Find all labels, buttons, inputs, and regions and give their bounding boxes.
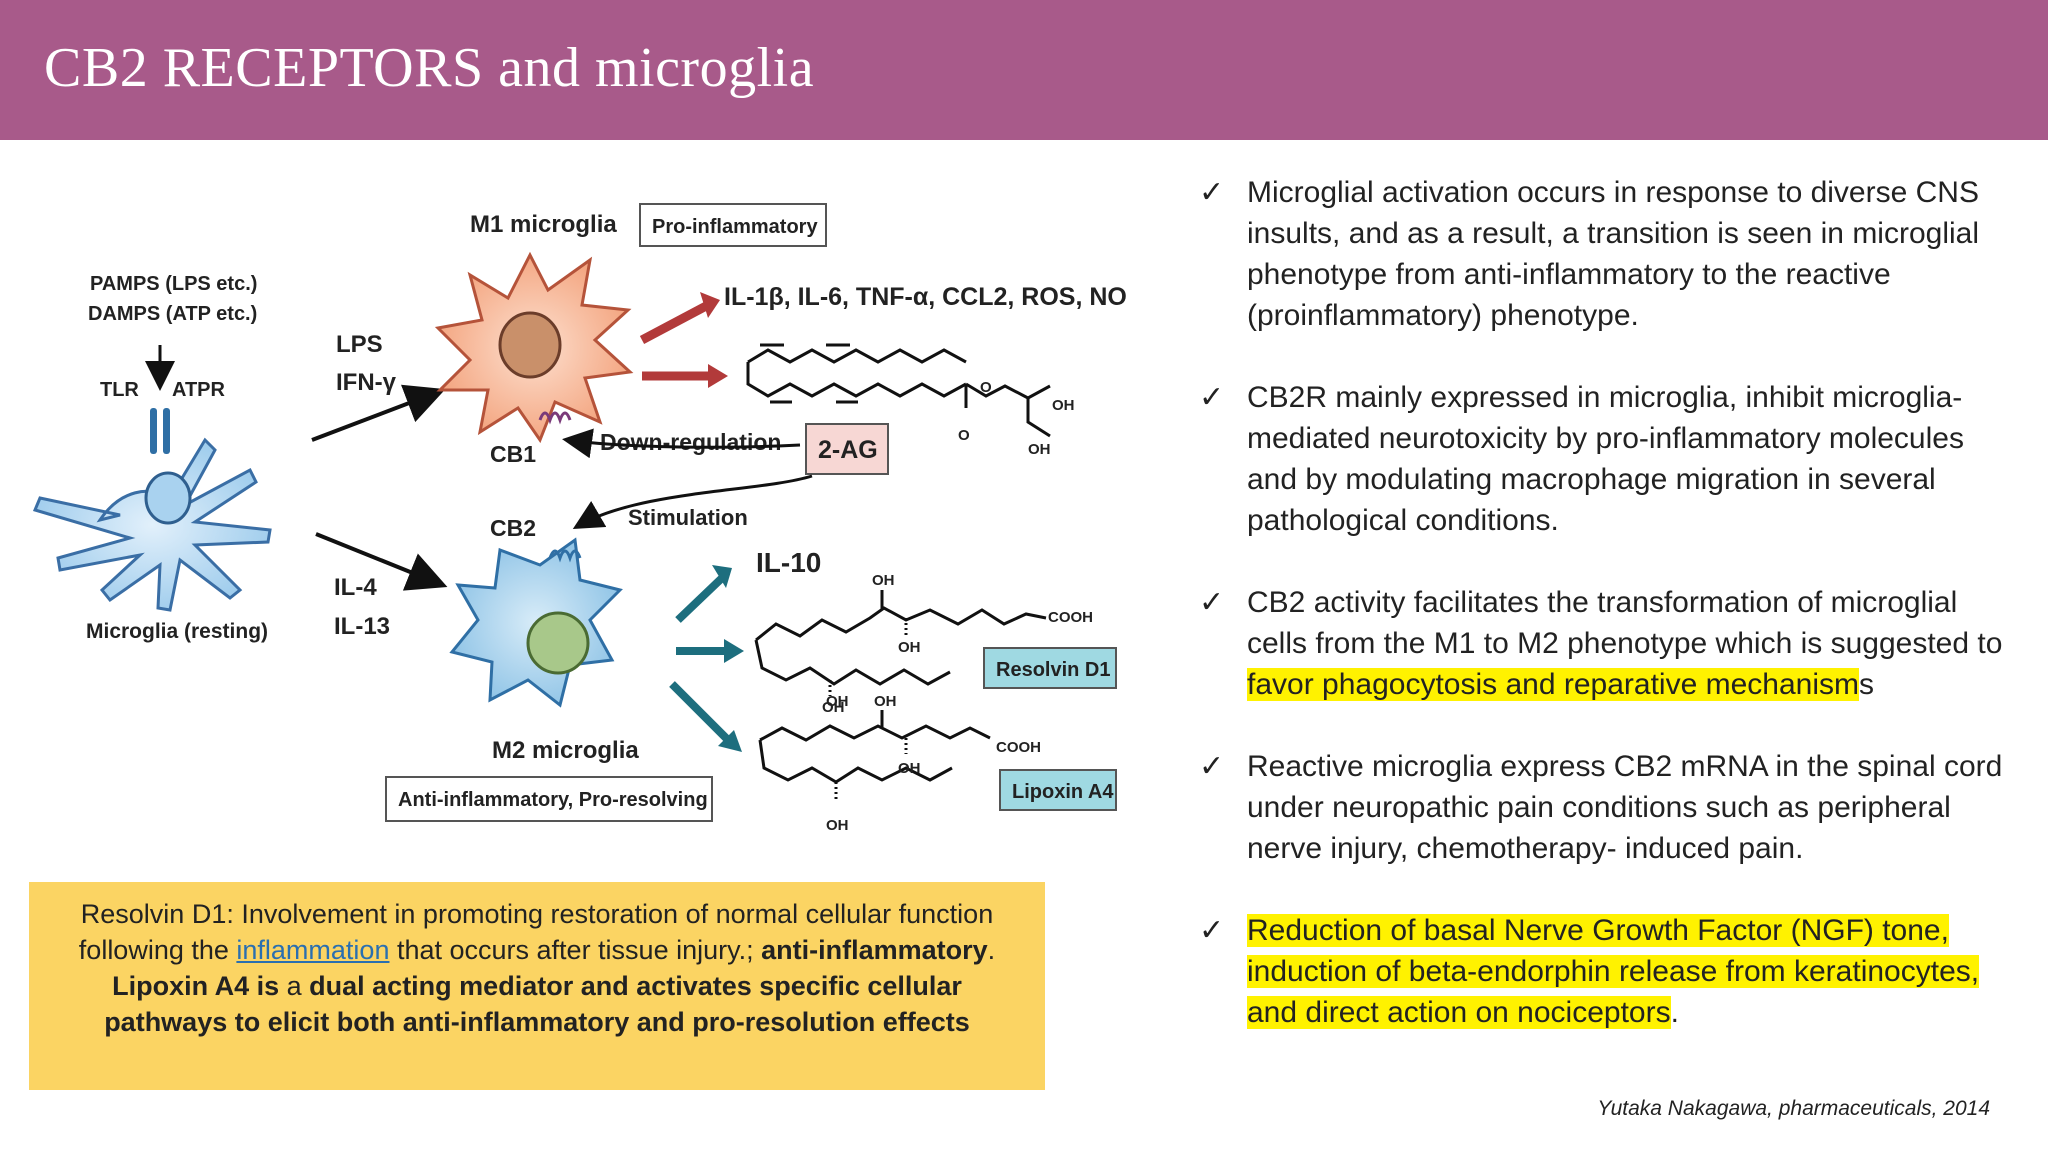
note-period: . [987, 935, 996, 965]
bullet-3: ✓ CB2 activity facilitates the transform… [1195, 582, 2015, 705]
m2-microglia-cell [449, 537, 623, 708]
bullet-3-suffix: s [1858, 668, 1874, 701]
oh-label-2: OH [1028, 441, 1051, 458]
bullet-5-highlight: Reduction of basal Nerve Growth Factor (… [1247, 914, 1980, 1029]
cb1-label: CB1 [490, 441, 536, 467]
check-icon: ✓ [1199, 175, 1225, 210]
resting-label: Microglia (resting) [86, 620, 268, 643]
bullet-2-text: CB2R mainly expressed in microglia, inhi… [1247, 381, 1964, 537]
resolvin-oh-2: OH [898, 639, 921, 656]
o-label-2: O [958, 427, 970, 444]
stimulation-label: Stimulation [628, 505, 748, 530]
resolvin-label: Resolvin D1 [996, 659, 1110, 681]
note-bold1: anti-inflammatory [761, 935, 988, 965]
cb2-label: CB2 [490, 515, 536, 541]
lipoxin-oh-3: OH [898, 760, 921, 777]
title-bar: CB2 RECEPTORS and microglia [0, 0, 2048, 140]
bullet-5-suffix: . [1670, 996, 1679, 1029]
check-icon: ✓ [1199, 749, 1225, 784]
lipoxin-oh-2: OH [874, 693, 897, 710]
oh-label: OH [1052, 397, 1075, 414]
resolvin-oh-3: OH [822, 699, 845, 716]
bullet-list: ✓ Microglial activation occurs in respon… [1195, 172, 2015, 1033]
m2-output-arrows [669, 565, 744, 752]
m1-microglia-cell [434, 251, 634, 444]
note-line1: Resolvin D1: Involvement in promoting re… [78, 899, 994, 965]
note-line1-end: that occurs after tissue injury.; [389, 935, 762, 965]
resolvin-lipoxin-note: Resolvin D1: Involvement in promoting re… [29, 882, 1045, 1090]
il13-label: IL-13 [334, 613, 390, 640]
il10-label: IL-10 [756, 547, 821, 578]
pamps-label: PAMPS (LPS etc.) [90, 273, 257, 295]
bullet-3-highlight: favor phagocytosis and reparative mechan… [1247, 668, 1859, 701]
bullet-4-text: Reactive microglia express CB2 mRNA in t… [1247, 750, 2003, 865]
inflammation-link[interactable]: inflammation [236, 935, 390, 965]
tlr-label: TLR [100, 379, 139, 401]
check-icon: ✓ [1199, 380, 1225, 415]
m2-label: M2 microglia [492, 737, 639, 764]
check-icon: ✓ [1199, 913, 1225, 948]
lipoxin-label: Lipoxin A4 [1012, 781, 1114, 803]
note-bold2: Lipoxin A4 is [112, 971, 280, 1001]
2ag-label: 2-AG [818, 436, 878, 464]
bullet-4: ✓ Reactive microglia express CB2 mRNA in… [1195, 746, 2015, 869]
lipoxin-oh-4: OH [826, 817, 849, 834]
m1-label: M1 microglia [470, 211, 617, 238]
resolvin-cooh: COOH [1048, 609, 1093, 626]
ifn-label: IFN-γ [336, 369, 397, 396]
down-regulation-label: Down-regulation [600, 429, 781, 455]
2ag-molecule [746, 343, 1051, 438]
lipoxin-a4-molecule [758, 710, 991, 800]
bullet-3-text: CB2 activity facilitates the transformat… [1247, 586, 2003, 660]
lipoxin-cooh: COOH [996, 739, 1041, 756]
microglia-diagram: PAMPS (LPS etc.) DAMPS (ATP etc.) TLR AT… [32, 203, 1127, 834]
note-a-word: a [279, 971, 310, 1001]
bullet-5: ✓ Reduction of basal Nerve Growth Factor… [1195, 910, 2015, 1033]
o-label: O [980, 379, 992, 396]
bullet-1-text: Microglial activation occurs in response… [1247, 176, 1980, 332]
bullet-1: ✓ Microglial activation occurs in respon… [1195, 172, 2015, 336]
resolvin-oh-1: OH [872, 572, 895, 589]
il4-label: IL-4 [334, 574, 377, 601]
damps-label: DAMPS (ATP etc.) [88, 303, 257, 325]
m1-outputs-label: IL-1β, IL-6, TNF-α, CCL2, ROS, NO [724, 283, 1127, 311]
bullet-2: ✓ CB2R mainly expressed in microglia, in… [1195, 377, 2015, 541]
atpr-label: ATPR [172, 379, 226, 401]
m1-output-arrows [639, 292, 728, 388]
anti-inflammatory-label: Anti-inflammatory, Pro-resolving [398, 789, 708, 811]
resolvin-d1-molecule [754, 590, 1047, 696]
note-bold3: dual acting mediator and activates speci… [104, 971, 970, 1037]
lps-label: LPS [336, 331, 383, 358]
citation: Yutaka Nakagawa, pharmaceuticals, 2014 [1597, 1097, 1990, 1120]
slide-title: CB2 RECEPTORS and microglia [44, 37, 815, 99]
resting-microglia-cell [32, 408, 272, 612]
lipoxin-oh-1: OH [826, 693, 849, 710]
check-icon: ✓ [1199, 585, 1225, 620]
pro-inflammatory-label: Pro-inflammatory [652, 216, 818, 238]
